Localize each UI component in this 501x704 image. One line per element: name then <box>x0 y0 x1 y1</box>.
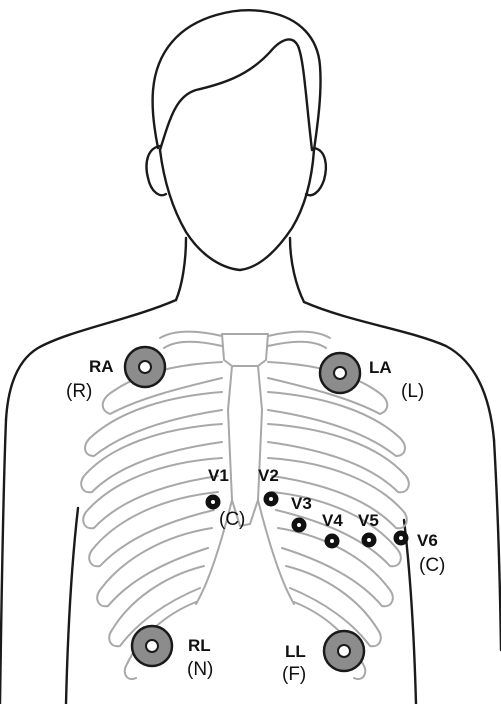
label-rl-name: RL <box>188 636 211 655</box>
electrode-v6-snap <box>399 536 403 540</box>
label-rl-code: (N) <box>187 659 213 680</box>
label-v2: V2 <box>258 466 279 485</box>
label-v1-code: (C) <box>219 509 245 530</box>
label-v6-code: (C) <box>419 555 445 576</box>
clavicle-right <box>268 332 330 348</box>
rib-right-3 <box>268 424 409 492</box>
label-v1: V1 <box>208 466 229 485</box>
electrode-v3 <box>292 518 306 532</box>
neck-left <box>176 238 186 300</box>
electrode-la <box>320 353 360 393</box>
label-ra-name: RA <box>89 357 114 376</box>
rib-left-2 <box>85 392 222 456</box>
label-v5: V5 <box>358 511 379 530</box>
electrode-v1 <box>206 495 220 509</box>
rib-left-5 <box>89 492 218 566</box>
rib-left-6 <box>97 528 212 606</box>
electrode-ra-snap <box>139 361 151 373</box>
label-ll-code: (F) <box>282 664 306 685</box>
electrode-ll-snap <box>338 645 350 657</box>
electrode-v3-snap <box>297 523 301 527</box>
label-la-name: LA <box>369 358 392 377</box>
electrode-v6 <box>394 531 408 545</box>
rib-left-3 <box>81 424 222 492</box>
head-outline <box>153 10 321 270</box>
electrode-v4-snap <box>330 539 334 543</box>
rib-left-4 <box>83 458 222 528</box>
electrode-ra <box>125 347 165 387</box>
sternum <box>222 334 268 526</box>
torso-right <box>404 520 416 704</box>
label-ll-name: LL <box>285 642 306 661</box>
electrode-v4 <box>325 534 339 548</box>
body-outline <box>0 10 501 704</box>
electrode-v2-snap <box>269 497 273 501</box>
label-ra-code: (R) <box>66 381 92 402</box>
electrode-la-snap <box>334 367 346 379</box>
electrode-v1-snap <box>211 500 215 504</box>
label-v4: V4 <box>322 511 343 530</box>
electrode-v2 <box>264 492 278 506</box>
label-v3: V3 <box>291 494 312 513</box>
rib-cage <box>81 332 409 679</box>
neck-right <box>290 238 304 302</box>
label-v6: V6 <box>417 531 438 550</box>
electrode-v5-snap <box>367 538 371 542</box>
hairline <box>160 39 312 150</box>
label-la-code: (L) <box>401 381 424 402</box>
electrode-v5 <box>362 533 376 547</box>
electrode-rl <box>132 626 172 666</box>
costal-margin-right <box>258 500 294 604</box>
electrode-ll <box>324 631 364 671</box>
clavicle-left <box>160 332 222 348</box>
rib-right-2 <box>268 392 405 456</box>
torso-left <box>66 508 78 704</box>
arm-left <box>0 420 6 704</box>
electrode-rl-snap <box>146 640 158 652</box>
arm-right <box>494 440 501 650</box>
